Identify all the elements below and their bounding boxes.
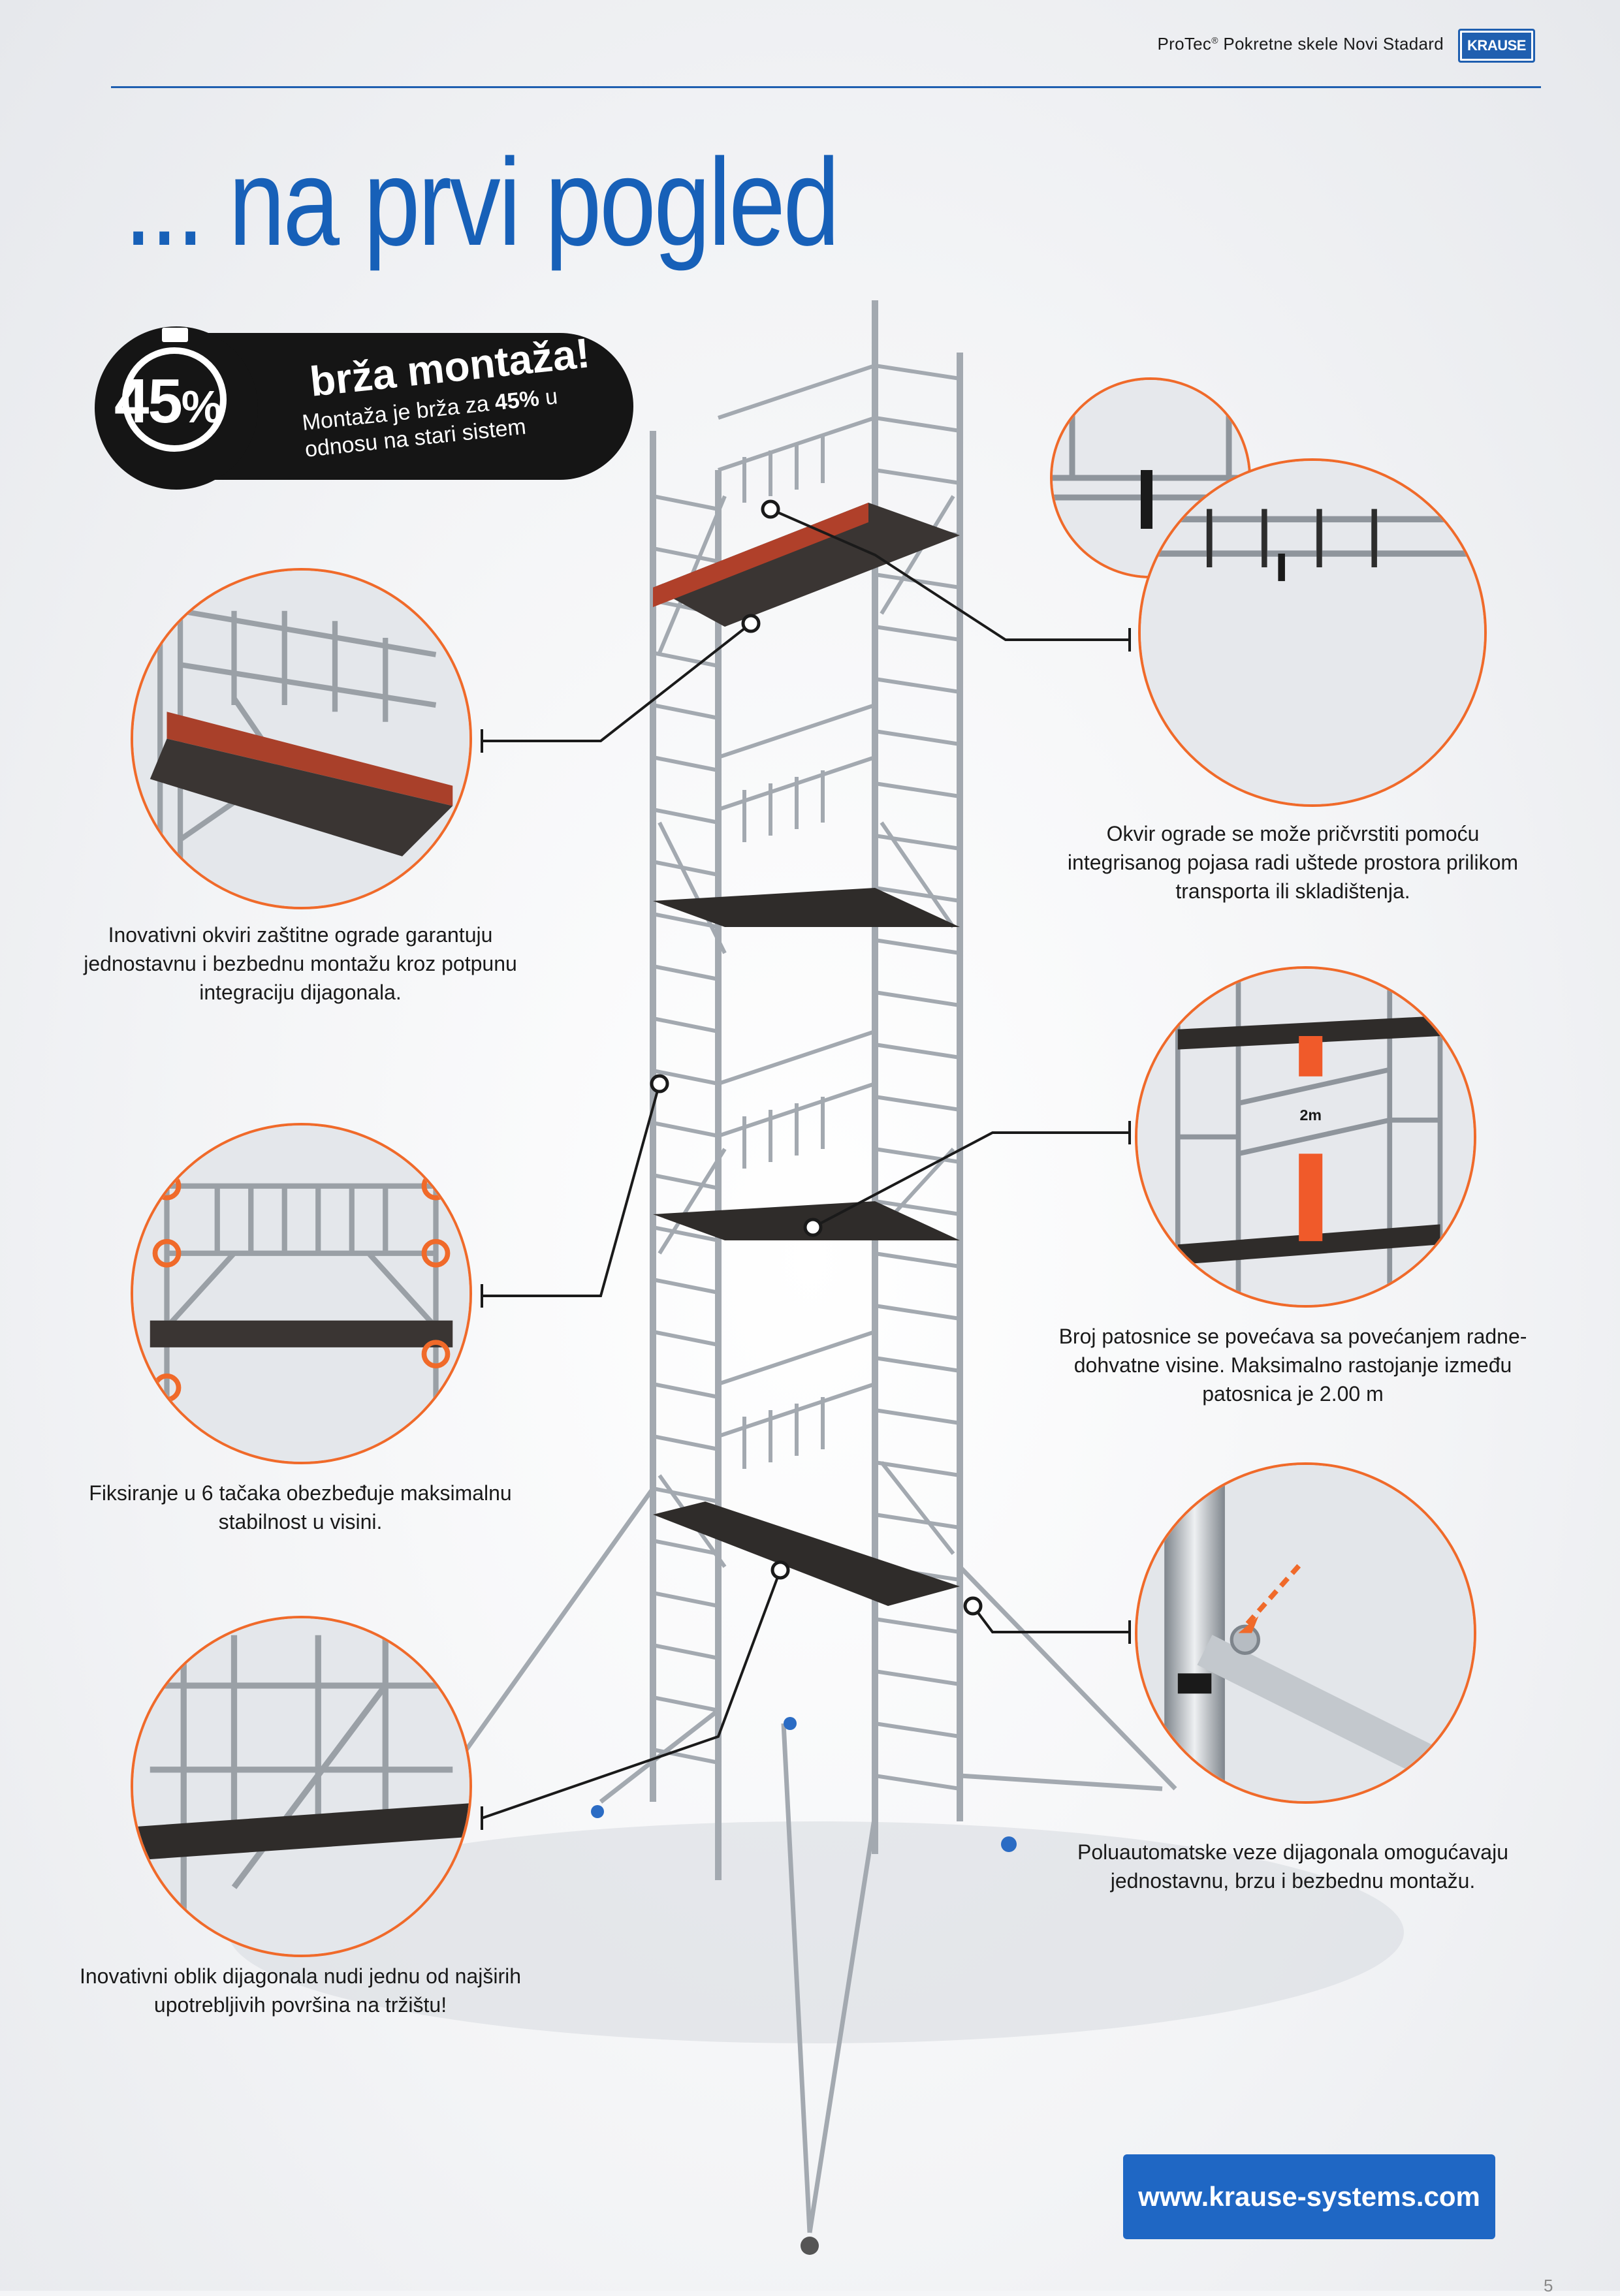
detail-semi-auto-art xyxy=(1137,1465,1474,1801)
caption-line: Inovativni oblik dijagonala nudi jednu o… xyxy=(79,1964,521,1988)
registered-mark: ® xyxy=(1211,35,1218,46)
speed-badge: 45% brža montaža! Montaža je brža za 45%… xyxy=(95,326,633,496)
detail-guardrail-art xyxy=(133,571,469,907)
castor-wheels xyxy=(591,1717,1017,2255)
caption-semi-auto: Poluautomatske veze dijagonala omogućava… xyxy=(1058,1838,1528,1895)
stopwatch-ring xyxy=(122,347,227,452)
krause-logo: KRAUSE xyxy=(1458,29,1535,63)
caption-diagonal-shape: Inovativni oblik dijagonala nudi jednu o… xyxy=(65,1962,535,2019)
detail-diagonal-shape xyxy=(131,1616,472,1957)
header-brand: ProTec xyxy=(1157,34,1212,54)
detail-six-point-fixing xyxy=(131,1123,472,1464)
badge-percent-sign: % xyxy=(181,381,222,432)
caption-line: Broj patosnice se povećava sa povećanjem… xyxy=(1058,1325,1527,1348)
detail-platform-spacing-art: 2m xyxy=(1137,969,1474,1305)
caption-frame-belt: Okvir ograde se može pričvrstiti pomoću … xyxy=(1058,819,1528,905)
detail-six-point-art xyxy=(133,1125,469,1462)
caption-line: jednostavnu i bezbednu montažu kroz potp… xyxy=(84,952,517,976)
caption-line: transporta ili skladištenja. xyxy=(1175,879,1410,904)
caption-line: upotrebljivih površina na tržištu! xyxy=(153,1993,447,2017)
ground-shadow xyxy=(229,1821,1404,2043)
website-link[interactable]: www.krause-systems.com xyxy=(1123,2154,1495,2239)
platforms xyxy=(653,503,960,1606)
caption-six-points: Fiksiranje u 6 tačaka obezbeđuje maksima… xyxy=(78,1479,522,1536)
page-number: 5 xyxy=(1544,2276,1553,2295)
detail-diagonal-art xyxy=(133,1618,469,1955)
running-header: ProTec® Pokretne skele Novi Stadard xyxy=(1158,34,1444,54)
caption-line: patosnica je 2.00 m xyxy=(1202,1382,1384,1406)
detail-folded-frame-art xyxy=(1141,461,1484,804)
caption-guardrail-frames: Inovativni okviri zaštitne ograde garant… xyxy=(78,920,522,1007)
stopwatch-icon: 45% xyxy=(95,326,258,490)
caption-line: integraciju dijagonala. xyxy=(199,981,402,1005)
detail-guardrail-frame xyxy=(131,568,472,909)
detail-platform-spacing: 2m xyxy=(1135,966,1476,1308)
leader-lines xyxy=(481,508,1131,1830)
caption-platforms: Broj patosnice se povećava sa povećanjem… xyxy=(1058,1322,1528,1408)
header-subtitle: Pokretne skele Novi Stadard xyxy=(1218,34,1444,54)
caption-line: jednostavnu, brzu i bezbednu montažu. xyxy=(1110,1869,1476,1893)
height-dimension-label: 2m xyxy=(1299,1107,1321,1124)
leader-dots xyxy=(650,499,983,1616)
header-rule xyxy=(111,86,1541,88)
caption-line: Poluautomatske veze dijagonala omogućava… xyxy=(1077,1840,1508,1864)
caption-line: Okvir ograde se može pričvrstiti pomoću xyxy=(1106,822,1480,845)
detail-folded-frame xyxy=(1138,458,1487,807)
caption-line: Fiksiranje u 6 tačaka obezbeđuje maksima… xyxy=(89,1481,512,1505)
badge-percent: 45% xyxy=(114,366,222,437)
caption-line: stabilnost u visini. xyxy=(218,1510,383,1534)
stopwatch-knob xyxy=(162,328,188,342)
detail-semi-auto-connector xyxy=(1135,1462,1476,1804)
caption-line: dohvatne visine. Maksimalno rastojanje i… xyxy=(1073,1353,1512,1377)
caption-line: integrisanog pojasa radi uštede prostora… xyxy=(1067,851,1519,875)
page-title: ... na prvi pogled xyxy=(124,133,840,272)
badge-percent-value: 45 xyxy=(114,366,183,436)
caption-line: Inovativni okviri zaštitne ograde garant… xyxy=(108,923,493,947)
